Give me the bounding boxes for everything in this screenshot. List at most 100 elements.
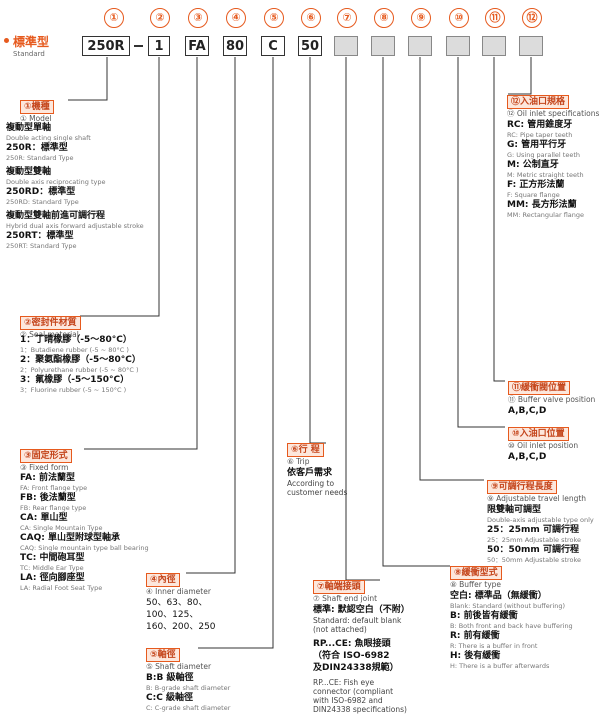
oilspec-item: F: 正方形法蘭 xyxy=(507,180,565,190)
model-item-heading: 複動型雙軸前進可調行程 xyxy=(6,211,106,221)
seal-item-en: 1：Butadiene rubber (-5 ~ 80°C ) xyxy=(20,346,129,354)
adjust-tag: ⑨可調行程長度 xyxy=(487,480,557,494)
buffer-item: R: 前有緩衝 xyxy=(450,631,500,641)
model-item-en: Double acting single shaft xyxy=(6,134,91,142)
fixed-item-en: TC: Middle Ear Type xyxy=(20,564,84,572)
valve-tag: ⑪緩衝閥位置 xyxy=(508,381,571,395)
inner-tag: ④內徑 xyxy=(146,573,180,587)
fixed-sub: ③ Fixed form xyxy=(20,463,69,472)
code-box-empty-8 xyxy=(371,36,395,56)
seal-item-en: 3：Fluorine rubber (-5 ~ 150°C ) xyxy=(20,386,127,394)
model-tag: ①機種 xyxy=(20,100,54,114)
inner-values: 50、63、80、 xyxy=(146,598,208,608)
buffer-tag: ⑧緩衝型式 xyxy=(450,566,502,580)
code-box-empty-12 xyxy=(519,36,543,56)
trip-value-en: According to xyxy=(287,479,335,488)
position-number-7: ⑦ xyxy=(337,8,357,28)
oilspec-item-en: F: Square flange xyxy=(507,191,560,199)
code-box-shaft: C xyxy=(261,36,285,56)
buffer-item-en: H: There is a buffer afterwards xyxy=(450,662,550,670)
position-number-4: ④ xyxy=(226,8,246,28)
seal-list: 1：丁晴橡膠（-5～80°C） 1：Butadiene rubber (-5 ~… xyxy=(20,334,141,394)
model-item-code-en: 250RT: Standard Type xyxy=(6,242,77,250)
shaft-item-en: B: B-grade shaft diameter xyxy=(146,684,231,692)
model-item-code: 250R：標準型 xyxy=(6,143,68,153)
position-number-6: ⑥ xyxy=(301,8,321,28)
seal-sub: ② Seal material xyxy=(20,330,79,339)
fixed-tag: ③固定形式 xyxy=(20,449,72,463)
seal-tag: ②密封件材質 xyxy=(20,316,81,330)
standard-subtitle: Standard xyxy=(13,50,45,58)
oilspec-item: M: 公制直牙 xyxy=(507,160,559,170)
position-number-3: ③ xyxy=(188,8,208,28)
shaftend-rpce-en: DIN24338 specifications) xyxy=(313,705,407,714)
model-list: 複動型單軸 Double acting single shaft 250R：標準… xyxy=(6,122,144,250)
position-number-8: ⑧ xyxy=(374,8,394,28)
oilspec-item: RC: 管用錐度牙 xyxy=(507,120,573,130)
position-number-12: ⑫ xyxy=(522,8,542,28)
trip-section: ⑥行 程 ⑥ Trip 依客戶需求 According to customer … xyxy=(287,437,347,497)
shaft-item: B:B 級軸徑 xyxy=(146,673,194,683)
oilspec-tag: ⑫入油口規格 xyxy=(507,95,570,109)
inner-section: ④內徑 ④ Inner diameter 50、63、80、 100、125、 … xyxy=(146,567,216,633)
fixed-item-en: FA: Front flange type xyxy=(20,484,88,492)
seal-item: 2：聚氨酯橡膠（-5～80°C） xyxy=(20,355,141,365)
fixed-item: TC: 中間砲耳型 xyxy=(20,553,85,563)
valve-section: ⑪緩衝閥位置 ⑪ Buffer valve position A,B,C,D xyxy=(508,375,595,417)
shaft-section: ⑤軸徑 ⑤ Shaft diameter B:B 級軸徑 B: B-grade … xyxy=(146,642,230,712)
oilspec-sub: ⑫ Oil inlet specifications xyxy=(507,109,600,118)
position-number-10: ⑩ xyxy=(449,8,469,28)
code-box-empty-9 xyxy=(408,36,432,56)
model-item-en: Double axis reciprocating type xyxy=(6,178,106,186)
fixed-section: ③固定形式 ③ Fixed form xyxy=(20,443,72,473)
trip-value: 依客戶需求 xyxy=(287,468,333,478)
shaftend-rpce: 及DIN24338規範） xyxy=(313,663,399,673)
fixed-item: FA: 前法蘭型 xyxy=(20,473,75,483)
buffer-item-en: R: There is a buffer in front xyxy=(450,642,538,650)
shaftend-rpce: RP...CE: 魚眼接頭 xyxy=(313,639,391,649)
standard-title: 標準型 xyxy=(13,35,50,49)
oilspec-item-en: M: Metric straight teeth xyxy=(507,171,584,179)
shaftend-section: ⑦軸端接頭 ⑦ Shaft end joint 標準: 默認空白（不附） Sta… xyxy=(313,574,410,714)
shaft-sub: ⑤ Shaft diameter xyxy=(146,662,212,671)
shaftend-rpce: （符合 ISO-6982 xyxy=(313,651,390,661)
shaftend-rpce-en: with ISO-6982 and xyxy=(313,696,383,705)
seal-item: 1：丁晴橡膠（-5～80°C） xyxy=(20,335,132,345)
shaftend-standard-en: (not attached) xyxy=(313,625,367,634)
position-number-9: ⑨ xyxy=(411,8,431,28)
model-section: ①機種 ① Model xyxy=(20,94,54,124)
model-item-heading: 複動型單軸 xyxy=(6,123,52,133)
fixed-item-en: CA: Single Mountain Type xyxy=(20,524,103,532)
fixed-item: CAQ: 單山型附球型軸承 xyxy=(20,533,120,543)
position-number-11: ⑪ xyxy=(485,8,505,28)
seal-item: 3：氟橡膠（-5～150°C） xyxy=(20,375,130,385)
adjust-sub: ⑨ Adjustable travel length xyxy=(487,494,587,503)
fixed-item: LA: 徑向腳座型 xyxy=(20,573,85,583)
inner-values: 160、200、250 xyxy=(146,622,216,632)
inner-values: 100、125、 xyxy=(146,610,199,620)
adjust-item: 25：25mm 可調行程 xyxy=(487,525,579,535)
model-item-code-en: 250RD: Standard Type xyxy=(6,198,79,206)
adjust-section: ⑨可調行程長度 ⑨ Adjustable travel length 限雙軸可調… xyxy=(487,474,600,564)
valve-sub: ⑪ Buffer valve position xyxy=(508,395,596,404)
oilspec-section: ⑫入油口規格 ⑫ Oil inlet specifications RC: 管用… xyxy=(507,89,599,219)
code-box-empty-11 xyxy=(482,36,506,56)
buffer-item: B: 前後皆有緩衝 xyxy=(450,611,518,621)
adjust-item-en: 25：25mm Adjustable stroke xyxy=(487,536,582,544)
buffer-sub: ⑧ Buffer type xyxy=(450,580,502,589)
fixed-list: FA: 前法蘭型 FA: Front flange type FB: 後法蘭型 … xyxy=(20,472,149,592)
valve-values: A,B,C,D xyxy=(508,406,547,416)
oilpos-tag: ⑩入油口位置 xyxy=(508,427,569,441)
adjust-item-en: 50：50mm Adjustable stroke xyxy=(487,556,582,564)
oilspec-item-en: MM: Rectangular flange xyxy=(507,211,585,219)
code-box-inner: 80 xyxy=(223,36,247,56)
model-item-code: 250RD：標準型 xyxy=(6,187,76,197)
buffer-item-en: Blank: Standard (without buffering) xyxy=(450,602,566,610)
model-item-heading: 複動型雙軸 xyxy=(6,167,52,177)
trip-value-en: customer needs xyxy=(287,488,348,497)
fixed-item-en: CAQ: Single mountain type ball bearing xyxy=(20,544,149,552)
trip-tag: ⑥行 程 xyxy=(287,443,324,457)
model-item-code-en: 250R: Standard Type xyxy=(6,154,74,162)
fixed-item: CA: 單山型 xyxy=(20,513,68,523)
buffer-section: ⑧緩衝型式 ⑧ Buffer type 空白: 標準品（無緩衝） Blank: … xyxy=(450,560,573,670)
